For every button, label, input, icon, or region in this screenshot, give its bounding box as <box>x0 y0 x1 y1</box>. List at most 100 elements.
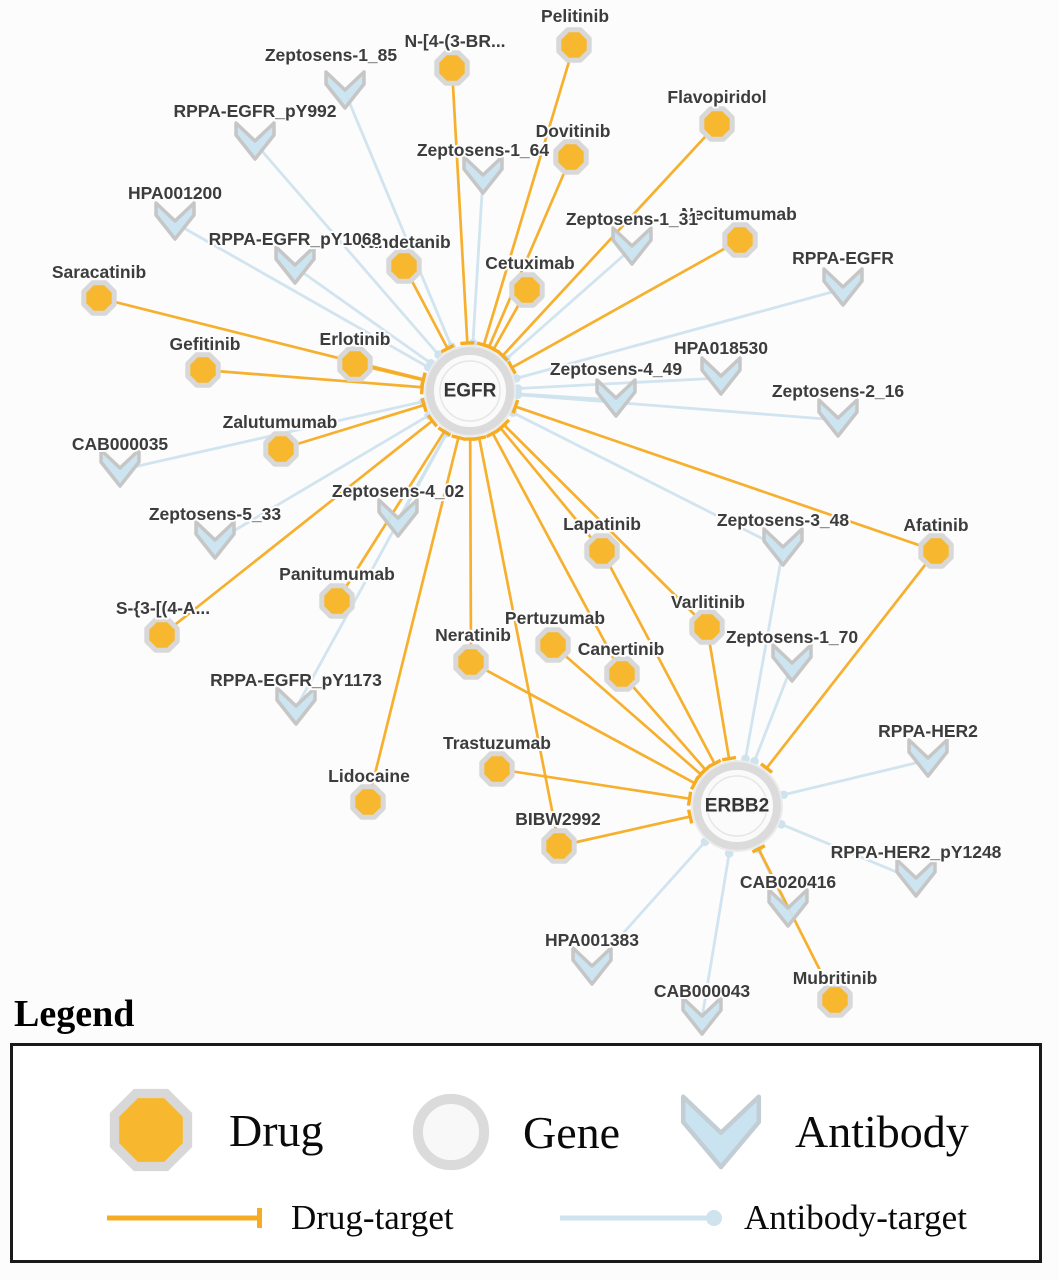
antibody-node-cab000035 <box>99 448 141 488</box>
drug-target-edge-necitumumab-egfr <box>511 238 741 369</box>
antibody-node-rppa-her2-py1248 <box>895 858 937 898</box>
drug-node-gefitinib <box>185 352 221 388</box>
antibody-target-edge-cab000043-erbb2 <box>700 853 731 1019</box>
drug-label-necitumumab: Necitumumab <box>681 204 797 224</box>
drug-label-canertinib: Canertinib <box>578 639 665 659</box>
drug-label-afatinib: Afatinib <box>903 515 968 535</box>
drug-node-n-4-3-br <box>434 50 470 86</box>
antibody-node-hpa001200 <box>154 201 196 241</box>
drug-node-varlitinib <box>689 609 725 645</box>
drug-node-cetuximab <box>509 272 545 308</box>
legend-item-antibody: Antibody <box>673 1086 969 1176</box>
drug-target-edge-varlitinib-erbb2 <box>705 626 731 759</box>
antibody-node-cab020416 <box>767 888 809 928</box>
tee-arrowhead <box>472 435 487 442</box>
antibody-node-rppa-her2 <box>907 738 949 778</box>
drug-target-edge-n-4-3-br-egfr <box>450 67 469 344</box>
tee-arrowhead <box>451 434 466 441</box>
legend-item-drug: Drug <box>99 1078 324 1182</box>
antibody-label-rppa-egfr-py992: RPPA-EGFR_pY992 <box>173 101 336 121</box>
antibody-target-edge-rppa-egfr-py1068-egfr <box>294 265 432 365</box>
drug-target-edge-icon <box>107 1208 262 1228</box>
drug-label-dovitinib: Dovitinib <box>536 121 611 141</box>
drug-node-necitumumab <box>722 222 758 258</box>
gene-node-inner <box>439 360 501 422</box>
drug-label-pertuzumab: Pertuzumab <box>505 608 605 628</box>
drug-target-edge-lidocaine-egfr <box>366 437 460 803</box>
antibody-chevron-icon <box>680 1094 762 1170</box>
drug-node-trastuzumab <box>479 751 515 787</box>
drug-label-vandetanib: Vandetanib <box>357 232 450 252</box>
drug-target-edge-canertinib-erbb2 <box>620 673 707 771</box>
drug-target-edge-canertinib-egfr <box>491 432 624 675</box>
antibody-node-zeptosens-1-31 <box>611 226 653 266</box>
tee-arrowhead <box>420 372 427 388</box>
antibody-target-edge-zeptosens-1-31-egfr <box>505 246 633 361</box>
drug-node-vandetanib <box>386 248 422 284</box>
drug-label-zalutumumab: Zalutumumab <box>223 412 338 432</box>
drug-target-edge-neratinib-egfr <box>468 438 473 663</box>
antibody-node-zeptosens-3-48 <box>762 527 804 567</box>
drug-node-erlotinib <box>337 346 373 382</box>
antibody-target-edge-zeptosens-2-16-egfr <box>517 393 839 422</box>
drug-node-neratinib <box>453 644 489 680</box>
antibody-label-cab020416: CAB020416 <box>740 872 837 892</box>
drug-node-saracatinib <box>81 280 117 316</box>
antibody-label-rppa-her2: RPPA-HER2 <box>878 721 978 741</box>
drug-target-edge-s-3-4-a-egfr <box>161 419 434 637</box>
drug-target-edge-mubritinib-erbb2 <box>757 848 837 1001</box>
drug-target-edge-afatinib-egfr <box>514 405 937 553</box>
drug-node-zalutumumab <box>263 431 299 467</box>
drug-target-edge-pelitinib-egfr <box>482 44 576 346</box>
legend-antibody-target-label: Antibody-target <box>744 1198 967 1237</box>
tee-arrowhead <box>437 426 452 437</box>
antibody-target-edge-rppa-egfr-egfr <box>515 287 844 380</box>
antibody-node-zeptosens-1-64 <box>462 155 504 195</box>
antibody-label-zeptosens-1-85: Zeptosens-1_85 <box>265 45 398 65</box>
drug-target-edge-gefitinib-egfr <box>202 368 423 389</box>
antibody-label-rppa-her2-py1248: RPPA-HER2_pY1248 <box>831 842 1002 862</box>
antibody-label-zeptosens-1-31: Zeptosens-1_31 <box>566 209 699 229</box>
antibody-target-edge-zeptosens-5-33-egfr <box>214 414 430 544</box>
antibody-target-edge-rppa-egfr-py1173-egfr <box>294 432 449 709</box>
drug-node-afatinib <box>918 533 954 569</box>
legend-antibody-label: Antibody <box>795 1105 969 1157</box>
drug-label-gefitinib: Gefitinib <box>170 334 241 354</box>
antibody-node-zeptosens-4-02 <box>377 498 419 538</box>
legend-drug-target-label: Drug-target <box>291 1198 454 1237</box>
antibody-node-rppa-egfr <box>822 267 864 307</box>
antibody-node-zeptosens-1-70 <box>771 643 813 683</box>
legend-item-drug-target: Drug-target <box>105 1198 454 1238</box>
drug-label-panitumumab: Panitumumab <box>279 564 395 584</box>
drug-label-pelitinib: Pelitinib <box>541 6 609 26</box>
drug-target-edge-trastuzumab-erbb2 <box>496 767 690 801</box>
drug-node-s-3-4-a <box>144 617 180 653</box>
drug-node-panitumumab <box>319 583 355 619</box>
tee-arrowhead <box>420 397 428 413</box>
antibody-node-zeptosens-2-16 <box>817 398 859 438</box>
antibody-node-hpa018530 <box>700 356 742 396</box>
tee-arrowhead <box>497 418 511 432</box>
antibody-label-zeptosens-2-16: Zeptosens-2_16 <box>772 381 905 401</box>
drug-target-edge-dovitinib-egfr <box>487 156 573 348</box>
drug-label-s-3-4-a: S-{3-[(4-A... <box>116 598 210 618</box>
drug-label-lidocaine: Lidocaine <box>328 766 410 786</box>
antibody-label-rppa-egfr-py1173: RPPA-EGFR_pY1173 <box>210 670 382 690</box>
tee-arrowhead <box>721 755 737 762</box>
antibody-label-zeptosens-4-49: Zeptosens-4_49 <box>550 359 683 379</box>
drug-target-edge-lapatinib-erbb2 <box>600 550 716 765</box>
antibody-node-hpa001383 <box>571 946 613 986</box>
antibody-label-rppa-egfr-py1068: RPPA-EGFR_pY1068 <box>209 229 382 249</box>
drug-label-lapatinib: Lapatinib <box>563 514 641 534</box>
drug-node-dovitinib <box>553 139 589 175</box>
gene-halo <box>424 345 516 437</box>
drug-target-edge-zalutumumab-egfr <box>280 403 425 451</box>
drug-node-mubritinib <box>817 982 853 1018</box>
tee-arrowhead <box>759 762 774 774</box>
antibody-node-rppa-egfr-py1173 <box>275 686 317 726</box>
drug-target-edge-pertuzumab-erbb2 <box>552 643 702 776</box>
nodes-layer <box>81 27 954 1036</box>
antibody-target-edge-zeptosens-3-48-egfr <box>512 411 784 551</box>
drug-target-edge-afatinib-erbb2 <box>765 550 938 769</box>
